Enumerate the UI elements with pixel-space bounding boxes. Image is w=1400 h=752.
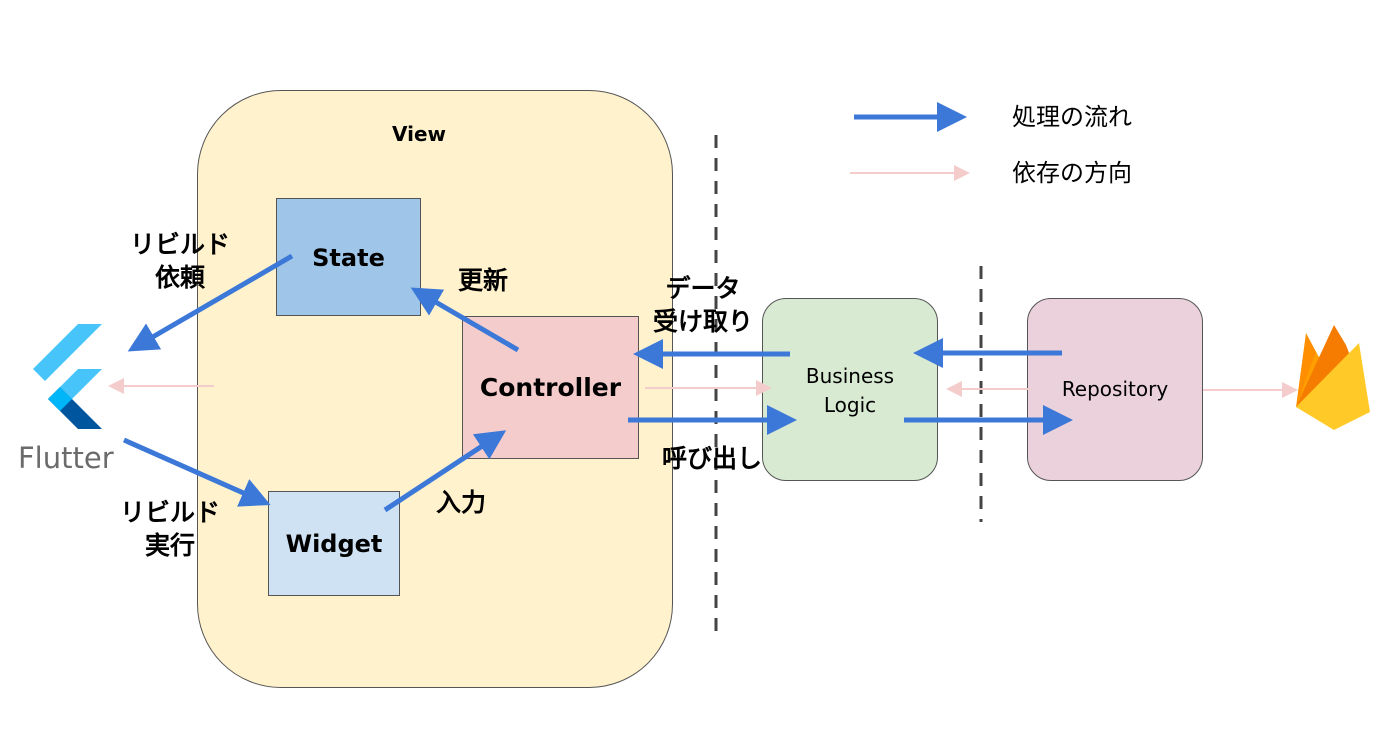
rebuild-request-label: リビルド 依頼 xyxy=(130,228,230,294)
business-logic-label-line2: Logic xyxy=(823,393,877,417)
view-label: View xyxy=(392,122,447,146)
rebuild-request-label-line1: リビルド xyxy=(130,230,231,259)
state-node xyxy=(276,198,421,316)
rebuild-execute-label: リビルド 実行 xyxy=(120,496,220,562)
repository-node xyxy=(1027,298,1203,481)
legend-flow-label: 処理の流れ xyxy=(1012,103,1132,131)
input-label: 入力 xyxy=(436,488,487,517)
legend-dependency-label: 依存の方向 xyxy=(1012,159,1132,187)
controller-label: Controller xyxy=(479,373,622,402)
business-logic-label-line1: Business xyxy=(805,364,895,388)
flutter-logo-icon xyxy=(33,324,102,429)
call-label: 呼び出し xyxy=(662,444,763,473)
flutter-wordmark: Flutter xyxy=(18,441,114,475)
state-label: State xyxy=(312,244,385,272)
data-receive-label: データ 受け取り xyxy=(653,272,753,338)
flow-arrow-rebuild-execute xyxy=(122,437,271,507)
data-receive-label-line2: 受け取り xyxy=(653,307,754,336)
firebase-logo-icon xyxy=(1296,325,1370,430)
update-label: 更新 xyxy=(458,266,509,295)
widget-node xyxy=(268,491,400,596)
rebuild-request-label-line2: 依頼 xyxy=(155,263,206,292)
rebuild-execute-label-line1: リビルド xyxy=(120,498,221,527)
flow-arrow-rebuild-request xyxy=(127,253,294,352)
flow-arrow-update xyxy=(410,287,520,353)
repository-label: Repository xyxy=(1061,377,1169,401)
widget-label: Widget xyxy=(285,530,383,558)
data-receive-label-line1: データ xyxy=(665,274,741,303)
business-logic-label: Business Logic xyxy=(762,362,938,420)
flow-arrow-input xyxy=(383,430,507,513)
rebuild-execute-label-line2: 実行 xyxy=(145,531,196,560)
